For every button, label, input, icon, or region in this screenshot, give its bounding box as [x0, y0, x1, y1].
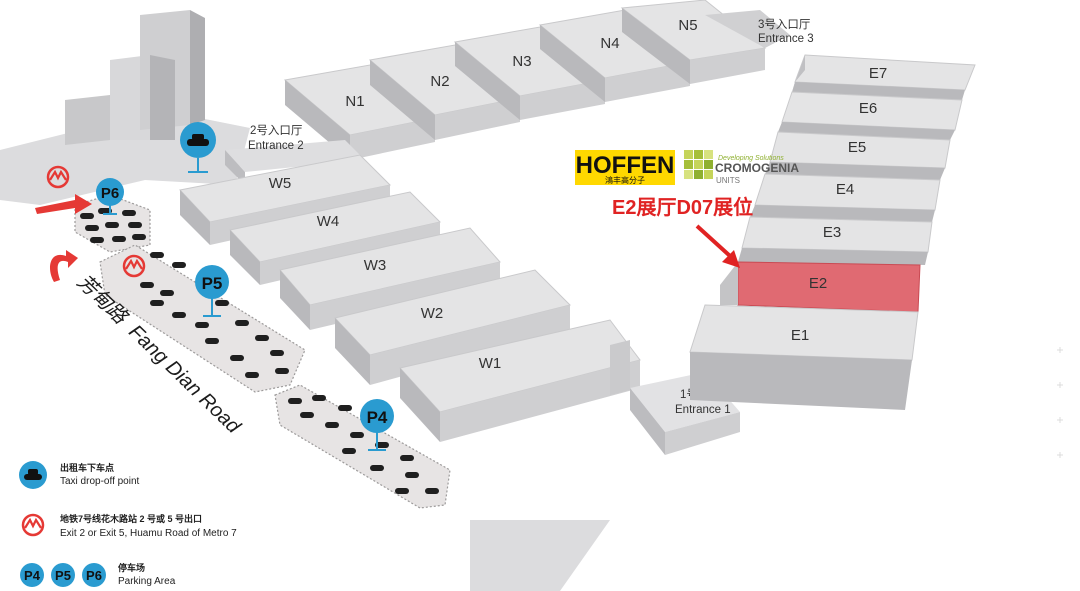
hall-N2[interactable]: N2 — [368, 44, 522, 140]
pin-p5-label: P5 — [202, 274, 223, 293]
cromogenia-logo: Developing Solutions CROMOGENIA UNITS — [684, 150, 799, 185]
hoffen-logo-cn: 鴻丰高分子 — [605, 175, 645, 185]
parking-lot-p4[interactable] — [274, 384, 451, 509]
entrance2-label-cn: 2号入口厅 — [250, 124, 302, 137]
hall-E4[interactable]: E4 — [750, 173, 941, 222]
cromogenia-sub: UNITS — [716, 176, 740, 185]
hall-N3-label: N3 — [512, 53, 531, 70]
metro-icon-map-2 — [122, 254, 146, 278]
hall-N4[interactable]: N4 — [538, 9, 692, 102]
legend-taxi: 出租车下车点 Taxi drop-off point — [19, 461, 140, 489]
entrance2-building — [225, 140, 365, 185]
cromogenia-logo-text: CROMOGENIA — [715, 161, 799, 175]
hall-E2[interactable]: E2 — [720, 261, 921, 313]
entrance2-label-en: Entrance 2 — [248, 140, 304, 152]
p4-cars — [288, 395, 439, 494]
office-towers — [65, 10, 205, 145]
entrance3-label-cn: 3号入口厅 — [758, 18, 810, 31]
cromogenia-mark-icon — [684, 150, 713, 179]
hoffen-logo-text: HOFFEN — [576, 152, 675, 179]
legend-metro: 地铁7号线花木路站 2 号或 5 号出口 Exit 2 or Exit 5, H… — [21, 513, 237, 539]
hall-N2-label: N2 — [430, 73, 449, 90]
legend-parking: P4 P5 P6 停车场 Parking Area — [20, 562, 176, 587]
legend-metro-cn: 地铁7号线花木路站 2 号或 5 号出口 — [60, 513, 202, 524]
entry-arrow-icon — [35, 194, 92, 214]
taxi-icon — [187, 134, 209, 146]
entrance1-label-en: Entrance 1 — [675, 404, 731, 416]
hall-N5-label: N5 — [678, 17, 697, 34]
p5-cars — [140, 252, 289, 378]
p6-cars — [80, 208, 146, 243]
legend: 出租车下车点 Taxi drop-off point 地铁7号线花木路站 2 号… — [19, 461, 237, 587]
hall-E6-label: E6 — [859, 100, 877, 117]
legend-taxi-en: Taxi drop-off point — [60, 476, 140, 487]
hall-N3[interactable]: N3 — [453, 26, 607, 120]
hall-W1[interactable]: W1 — [399, 319, 641, 442]
taxi-pin[interactable] — [180, 122, 216, 173]
entrance3-label-en: Entrance 3 — [758, 33, 814, 45]
hall-N1[interactable]: N1 — [283, 64, 437, 160]
parking-lot-p5[interactable] — [99, 244, 306, 393]
hall-E7[interactable]: E7 — [792, 54, 976, 100]
pin-p6-label: P6 — [101, 185, 119, 202]
booth-pointer-arrow-icon — [695, 224, 740, 268]
hall-W3-label: W3 — [364, 257, 387, 274]
hall-E5-label: E5 — [848, 139, 866, 156]
hall-group-east: E7 E6 E5 E4 E3 E2 E1 — [689, 54, 976, 410]
hall-group-north: N1 N2 N3 N4 N5 — [283, 0, 790, 160]
u-turn-arrow-icon — [50, 250, 78, 282]
legend-metro-icon — [21, 513, 45, 537]
hall-E4-label: E4 — [836, 181, 854, 198]
legend-parking-cn: 停车场 — [118, 562, 145, 573]
hoffen-logo: HOFFEN 鴻丰高分子 — [575, 150, 675, 185]
hall-E1-label: E1 — [791, 327, 809, 344]
pin-p4-label: P4 — [367, 408, 388, 427]
metro-icon-map-1 — [46, 165, 70, 189]
hall-E2-label: E2 — [809, 275, 827, 292]
cromogenia-tagline: Developing Solutions — [718, 155, 784, 162]
legend-taxi-cn: 出租车下车点 — [60, 462, 114, 473]
legend-parking-en: Parking Area — [118, 576, 176, 587]
hall-E7-label: E7 — [869, 65, 887, 82]
hall-W5-label: W5 — [269, 175, 292, 192]
legend-p4: P4 — [24, 568, 41, 583]
hall-N1-label: N1 — [345, 93, 364, 110]
hall-E1[interactable]: E1 — [689, 304, 919, 410]
booth-label: E2展厅D07展位 — [612, 195, 753, 219]
hall-E3[interactable]: E3 — [738, 216, 933, 265]
legend-p6: P6 — [86, 568, 102, 583]
hall-N5[interactable]: N5 — [620, 0, 767, 84]
hall-E6[interactable]: E6 — [778, 91, 963, 140]
sparkle-decoration — [1057, 347, 1063, 458]
legend-p5: P5 — [55, 568, 71, 583]
hall-E3-label: E3 — [823, 224, 841, 241]
hall-W2-label: W2 — [421, 305, 444, 322]
hall-N4-label: N4 — [600, 35, 619, 52]
hall-E2-highlight — [737, 261, 921, 313]
parking-pin-p5[interactable]: P5 — [195, 265, 229, 317]
hall-W4-label: W4 — [317, 213, 340, 230]
parking-pin-p6[interactable]: P6 — [96, 178, 124, 215]
hall-group-west: W5 W4 W3 W2 W1 — [179, 154, 641, 442]
parking-pin-p4[interactable]: P4 — [360, 399, 394, 451]
legend-metro-en: Exit 2 or Exit 5, Huamu Road of Metro 7 — [60, 528, 237, 539]
hall-W1-label: W1 — [479, 355, 502, 372]
legend-taxi-icon — [24, 469, 42, 480]
plaza-southeast — [470, 520, 610, 591]
